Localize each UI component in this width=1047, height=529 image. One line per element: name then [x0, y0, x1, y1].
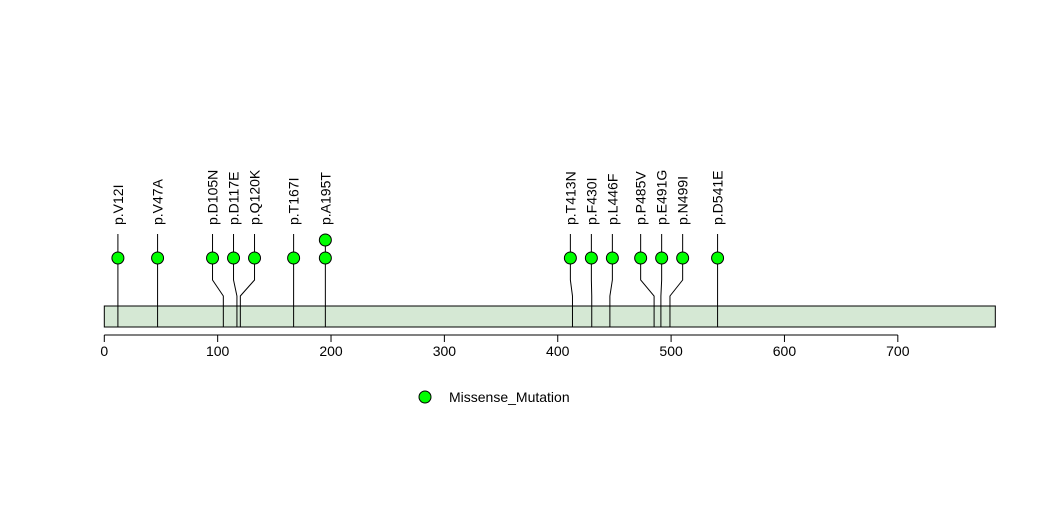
mutation-point	[249, 252, 261, 264]
mutation-label: p.Q120K	[247, 169, 263, 225]
legend-marker	[419, 391, 431, 403]
mutation-point	[228, 252, 240, 264]
x-tick-label: 600	[773, 343, 797, 359]
mutation-point	[319, 252, 331, 264]
mutation-point	[152, 252, 164, 264]
mutation-point	[585, 252, 597, 264]
x-tick-label: 200	[319, 343, 343, 359]
mutation-label: p.V47A	[150, 178, 166, 225]
mutation-label: p.P485V	[633, 171, 649, 225]
mutation-label: p.E491G	[654, 170, 670, 225]
mutation-point	[606, 252, 618, 264]
mutation-label: p.D541E	[710, 171, 726, 225]
mutation-label: p.A195T	[317, 172, 333, 225]
mutation-point	[677, 252, 689, 264]
mutation-point	[288, 252, 300, 264]
mutation-point	[207, 252, 219, 264]
mutation-point	[635, 252, 647, 264]
mutation-label: p.L446F	[604, 174, 620, 225]
mutation-point	[656, 252, 668, 264]
mutation-label: p.N499I	[675, 176, 691, 225]
mutation-label: p.T167I	[286, 178, 302, 225]
x-tick-label: 100	[206, 343, 230, 359]
x-tick-label: 300	[433, 343, 457, 359]
mutation-point	[564, 252, 576, 264]
mutation-label: p.D117E	[226, 172, 242, 225]
mutation-label: p.D105N	[205, 170, 221, 225]
x-tick-label: 0	[100, 343, 108, 359]
protein-bar	[104, 306, 995, 327]
mutation-point	[112, 252, 124, 264]
legend-label: Missense_Mutation	[449, 389, 570, 405]
x-tick-label: 400	[546, 343, 570, 359]
x-tick-label: 500	[659, 343, 683, 359]
x-tick-label: 700	[886, 343, 910, 359]
mutation-label: p.F430I	[583, 178, 599, 225]
mutation-point	[319, 234, 331, 246]
mutation-label: p.T413N	[562, 171, 578, 225]
mutation-label: p.V12I	[110, 185, 126, 225]
mutation-point	[712, 252, 724, 264]
